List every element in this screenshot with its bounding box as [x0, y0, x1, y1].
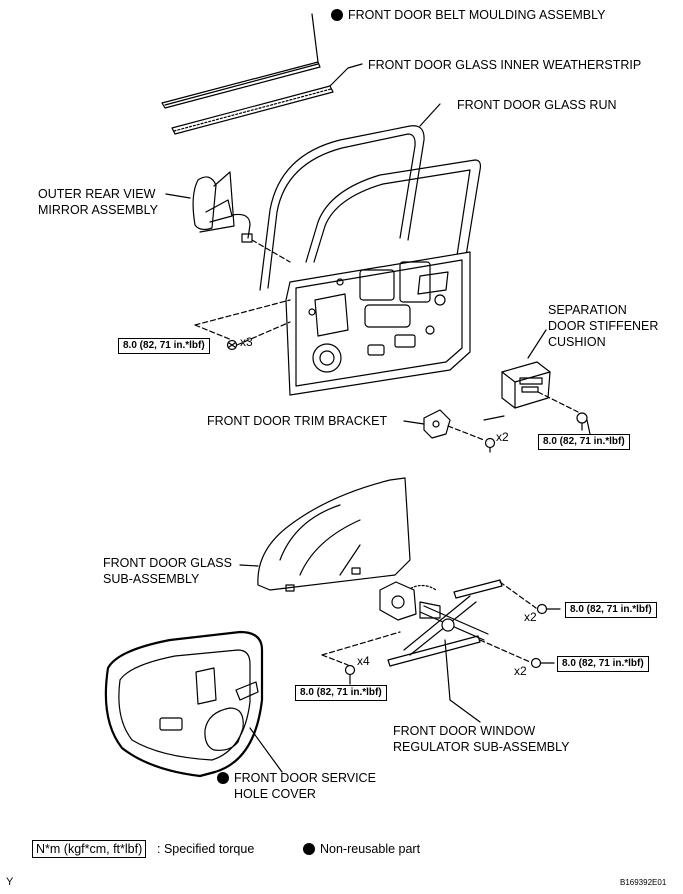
- trim-bracket-part: [403, 409, 451, 439]
- door-panel-part: [285, 159, 482, 396]
- regulator-left-bolt: [344, 664, 356, 685]
- torque-spec-regulator-upper: 8.0 (82, 71 in.*lbf): [565, 602, 657, 618]
- separation-cushion-part: [501, 329, 551, 409]
- qty-regulator-upper-bolts: x2: [524, 610, 537, 624]
- torque-spec-regulator-left: 8.0 (82, 71 in.*lbf): [295, 685, 387, 701]
- glass-run-part: [259, 103, 441, 291]
- legend-nonreusable: Non-reusable part: [303, 841, 420, 857]
- corner-mark: Y: [6, 876, 14, 888]
- regulator-upper-bolt: [536, 603, 561, 615]
- separation-label-line3: CUSHION: [548, 335, 606, 349]
- service-hole-cover-part: [104, 630, 283, 778]
- trim-bracket-label: FRONT DOOR TRIM BRACKET: [207, 414, 388, 428]
- regulator-label-line2: REGULATOR SUB-ASSEMBLY: [393, 740, 570, 754]
- qty-mirror-bolts: x3: [240, 335, 253, 349]
- mirror-label-line2: MIRROR ASSEMBLY: [38, 203, 158, 217]
- qty-trim-bracket-bolts: x2: [496, 430, 509, 444]
- legend-torque-key: N*m (kgf*cm, ft*lbf): [32, 840, 147, 858]
- cushion-bolt: [576, 412, 588, 431]
- figure-id: B169392E01: [620, 878, 667, 887]
- service-cover-label-line2: HOLE COVER: [234, 787, 316, 801]
- mirror-label-line1: OUTER REAR VIEW: [38, 187, 156, 201]
- non-reusable-dot-icon: [303, 843, 315, 855]
- service-cover-label-line1: FRONT DOOR SERVICE: [217, 770, 376, 786]
- torque-spec-regulator-lower: 8.0 (82, 71 in.*lbf): [557, 656, 649, 672]
- torque-spec-cushion: 8.0 (82, 71 in.*lbf): [538, 434, 630, 450]
- belt-moulding-part: [161, 13, 321, 109]
- regulator-label-line1: FRONT DOOR WINDOW: [393, 724, 536, 738]
- mirror-bolt: [226, 339, 238, 351]
- glass-label-line1: FRONT DOOR GLASS: [103, 556, 232, 570]
- window-regulator-part: [379, 579, 503, 723]
- qty-regulator-lower-bolts: x2: [514, 664, 527, 678]
- front-door-glass-part: [239, 477, 411, 592]
- legend-torque-desc: : Specified torque: [157, 842, 255, 856]
- trim-bracket-bolt: [484, 437, 496, 453]
- separation-label-line2: DOOR STIFFENER: [548, 319, 659, 333]
- qty-regulator-left-bolts: x4: [357, 654, 370, 668]
- separation-label-line1: SEPARATION: [548, 303, 627, 317]
- non-reusable-dot-icon: [331, 9, 343, 21]
- glass-run-label: FRONT DOOR GLASS RUN: [457, 98, 617, 112]
- inner-weatherstrip-part: [171, 63, 363, 135]
- belt-moulding-label: FRONT DOOR BELT MOULDING ASSEMBLY: [331, 7, 605, 23]
- inner-weatherstrip-label: FRONT DOOR GLASS INNER WEATHERSTRIP: [368, 58, 642, 72]
- regulator-lower-bolt: [530, 657, 555, 669]
- glass-label-line2: SUB-ASSEMBLY: [103, 572, 200, 586]
- non-reusable-dot-icon: [217, 772, 229, 784]
- outer-mirror-part: [165, 171, 253, 243]
- torque-spec-mirror: 8.0 (82, 71 in.*lbf): [118, 338, 210, 354]
